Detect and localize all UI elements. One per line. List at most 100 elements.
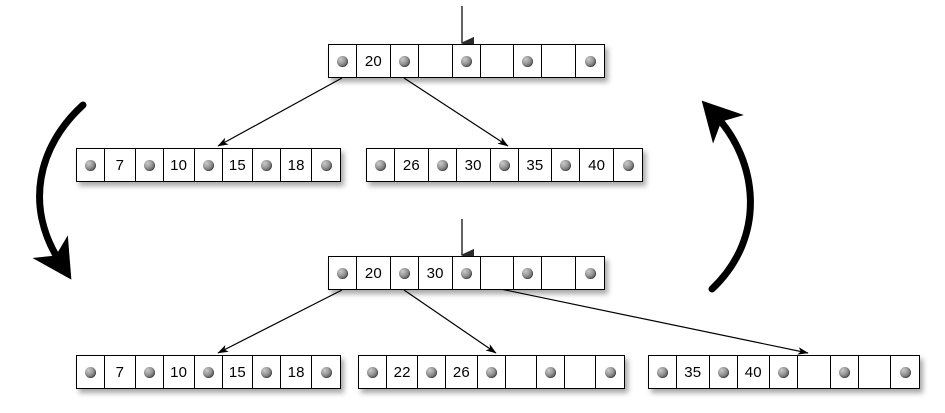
node-key-cell[interactable]: 40 <box>737 356 770 388</box>
pointer-dot-icon <box>498 159 510 171</box>
node-empty-cell[interactable] <box>480 45 515 77</box>
node-key-label: 26 <box>452 363 470 381</box>
node-pointer-cell[interactable] <box>452 257 481 289</box>
node-pointer-cell[interactable] <box>367 149 395 181</box>
pointer-dot-icon <box>460 55 472 67</box>
node-pointer-cell[interactable] <box>428 149 457 181</box>
node-empty-cell[interactable] <box>418 45 453 77</box>
node-key-cell[interactable]: 20 <box>357 45 391 77</box>
node-key-label: 15 <box>228 156 246 174</box>
node-key-cell[interactable]: 10 <box>163 149 195 181</box>
root-node-before[interactable]: 20 <box>328 44 605 78</box>
node-key-label: 40 <box>588 156 606 174</box>
node-pointer-cell[interactable] <box>77 356 105 388</box>
leaf-node-before-right[interactable]: 26 30 35 40 <box>366 148 643 182</box>
node-pointer-cell[interactable] <box>452 45 481 77</box>
node-pointer-cell[interactable] <box>418 356 447 388</box>
leaf-node-before-left[interactable]: 7 10 15 18 <box>76 148 341 182</box>
node-pointer-cell[interactable] <box>830 356 859 388</box>
node-key-cell[interactable]: 18 <box>281 149 312 181</box>
node-pointer-cell[interactable] <box>770 356 798 388</box>
node-key-cell[interactable]: 10 <box>163 356 195 388</box>
node-empty-cell[interactable] <box>542 45 576 77</box>
node-key-cell[interactable]: 15 <box>222 149 254 181</box>
pointer-dot-icon <box>838 366 850 378</box>
node-pointer-cell[interactable] <box>514 257 543 289</box>
node-key-label: 40 <box>744 363 762 381</box>
node-empty-cell[interactable] <box>858 356 891 388</box>
pointer-dot-icon <box>522 55 534 67</box>
node-pointer-cell[interactable] <box>135 356 164 388</box>
edge-root-after-to-middle-leaf <box>403 289 497 354</box>
pointer-dot-icon <box>320 159 332 171</box>
node-key-cell[interactable]: 35 <box>677 356 710 388</box>
node-pointer-cell[interactable] <box>329 45 357 77</box>
node-pointer-cell[interactable] <box>194 149 223 181</box>
node-key-label: 30 <box>426 264 444 282</box>
node-pointer-cell[interactable] <box>312 149 340 181</box>
node-key-cell[interactable]: 26 <box>446 356 478 388</box>
node-empty-cell[interactable] <box>542 257 576 289</box>
node-pointer-cell[interactable] <box>359 356 387 388</box>
pointer-dot-icon <box>261 159 273 171</box>
node-pointer-cell[interactable] <box>536 356 565 388</box>
node-pointer-cell[interactable] <box>514 45 543 77</box>
pointer-dot-icon <box>657 366 668 378</box>
node-key-cell[interactable]: 20 <box>357 257 391 289</box>
pointer-dot-icon <box>522 267 534 279</box>
leaf-node-after-left[interactable]: 7 10 15 18 <box>76 355 341 389</box>
node-pointer-cell[interactable] <box>329 257 357 289</box>
node-pointer-cell[interactable] <box>253 356 282 388</box>
node-pointer-cell[interactable] <box>552 149 581 181</box>
node-pointer-cell[interactable] <box>596 356 624 388</box>
node-key-label: 18 <box>287 156 305 174</box>
node-pointer-cell[interactable] <box>77 149 105 181</box>
node-key-cell[interactable]: 40 <box>580 149 614 181</box>
leaf-node-after-right[interactable]: 35 40 <box>648 355 920 389</box>
edge-root-before-to-right-leaf <box>403 77 509 147</box>
node-key-label: 26 <box>402 156 420 174</box>
node-pointer-cell[interactable] <box>614 149 642 181</box>
node-pointer-cell[interactable] <box>253 149 282 181</box>
edge-root-after-to-right-leaf <box>461 280 809 355</box>
node-key-cell[interactable]: 22 <box>387 356 419 388</box>
pointer-dot-icon <box>202 159 214 171</box>
node-pointer-cell[interactable] <box>576 45 604 77</box>
node-key-label: 35 <box>684 363 702 381</box>
node-pointer-cell[interactable] <box>709 356 738 388</box>
node-key-cell[interactable]: 7 <box>105 356 136 388</box>
node-pointer-cell[interactable] <box>649 356 677 388</box>
node-key-label: 10 <box>170 363 188 381</box>
node-key-label: 22 <box>393 363 411 381</box>
node-key-cell[interactable]: 30 <box>418 257 453 289</box>
node-pointer-cell[interactable] <box>135 149 164 181</box>
node-empty-cell[interactable] <box>798 356 831 388</box>
node-pointer-cell[interactable] <box>194 356 223 388</box>
node-key-label: 30 <box>464 156 482 174</box>
node-pointer-cell[interactable] <box>477 356 506 388</box>
node-pointer-cell[interactable] <box>576 257 604 289</box>
node-key-label: 35 <box>526 156 544 174</box>
leaf-node-after-middle[interactable]: 22 26 <box>358 355 625 389</box>
pointer-dot-icon <box>584 267 596 279</box>
node-key-cell[interactable]: 18 <box>281 356 312 388</box>
node-empty-cell[interactable] <box>564 356 596 388</box>
node-key-label: 18 <box>287 363 305 381</box>
node-pointer-cell[interactable] <box>390 45 419 77</box>
pointer-dot-icon <box>261 366 273 378</box>
node-empty-cell[interactable] <box>505 356 537 388</box>
pointer-dot-icon <box>899 366 911 378</box>
node-pointer-cell[interactable] <box>891 356 919 388</box>
node-empty-cell[interactable] <box>480 257 515 289</box>
node-key-cell[interactable]: 7 <box>105 149 136 181</box>
node-key-cell[interactable]: 26 <box>395 149 429 181</box>
node-pointer-cell[interactable] <box>490 149 519 181</box>
node-pointer-cell[interactable] <box>390 257 419 289</box>
pointer-dot-icon <box>85 159 96 171</box>
flow-arrow-right-curved <box>701 100 754 293</box>
node-key-cell[interactable]: 30 <box>456 149 491 181</box>
node-pointer-cell[interactable] <box>312 356 340 388</box>
node-key-cell[interactable]: 15 <box>222 356 254 388</box>
node-key-cell[interactable]: 35 <box>518 149 553 181</box>
